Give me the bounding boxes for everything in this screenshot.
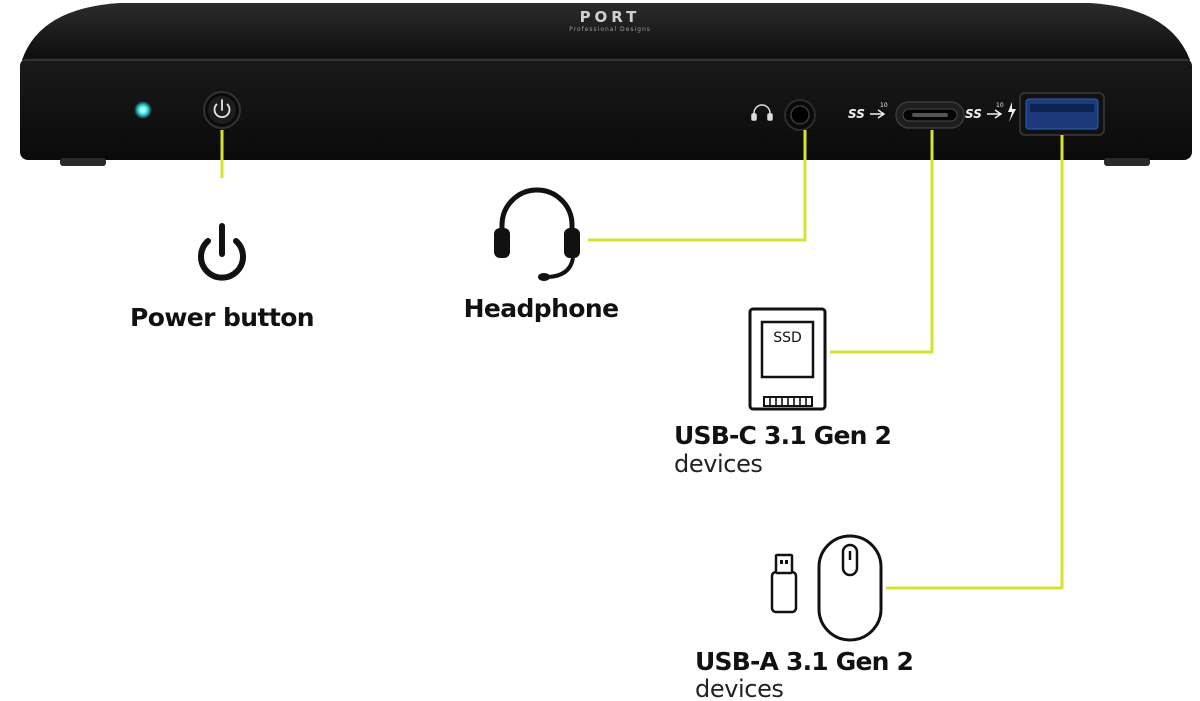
status-led bbox=[140, 107, 146, 113]
usb-a-connector-line bbox=[886, 135, 1064, 590]
device-foot-right bbox=[1104, 158, 1150, 166]
ssd-icon: SSD bbox=[748, 307, 827, 411]
charging-bolt-icon bbox=[1008, 102, 1016, 122]
device-top-surface bbox=[22, 3, 1190, 60]
connector-lines bbox=[220, 130, 1064, 590]
usb-c-title: USB-C 3.1 Gen 2 bbox=[674, 421, 891, 450]
headphone-label: Headphone bbox=[464, 294, 619, 323]
power-icon bbox=[198, 223, 246, 281]
docking-station: PORT Professional Designs SS bbox=[20, 3, 1192, 166]
headset-icon bbox=[494, 187, 580, 281]
usb-trident-icon bbox=[870, 109, 886, 119]
usb-stick-icon bbox=[770, 553, 798, 614]
usb-trident-icon bbox=[987, 109, 1003, 119]
usb-a-ss-logo: SS bbox=[965, 107, 982, 121]
ssd-label: SSD bbox=[773, 330, 802, 346]
brand-logo: PORT bbox=[580, 8, 641, 26]
device-power-button[interactable] bbox=[203, 91, 241, 129]
usb-a-subtitle: devices bbox=[695, 675, 784, 701]
device-front-panel bbox=[20, 58, 1192, 160]
usb-a-superspeed-marking: SS 10 bbox=[965, 102, 1016, 122]
usb-a-port[interactable] bbox=[1019, 92, 1105, 136]
headphone-jack-icon bbox=[751, 104, 773, 121]
device-foot-left bbox=[60, 158, 106, 166]
usb-c-superspeed-marking: SS 10 bbox=[848, 102, 888, 121]
headphone-connector-line bbox=[588, 130, 807, 242]
brand-tagline: Professional Designs bbox=[569, 26, 651, 33]
usb-c-connector-line bbox=[830, 130, 934, 354]
headphone-jack[interactable] bbox=[784, 99, 816, 131]
usb-c-speed: 10 bbox=[880, 102, 888, 109]
usb-a-speed: 10 bbox=[996, 102, 1004, 109]
mouse-icon bbox=[817, 534, 883, 642]
usb-c-subtitle: devices bbox=[674, 450, 763, 478]
power-button-icon bbox=[213, 99, 231, 118]
usb-a-title: USB-A 3.1 Gen 2 bbox=[695, 647, 913, 676]
usb-c-ss-logo: SS bbox=[848, 107, 865, 121]
usb-c-port[interactable] bbox=[895, 101, 965, 129]
power-button-label: Power button bbox=[130, 303, 314, 332]
